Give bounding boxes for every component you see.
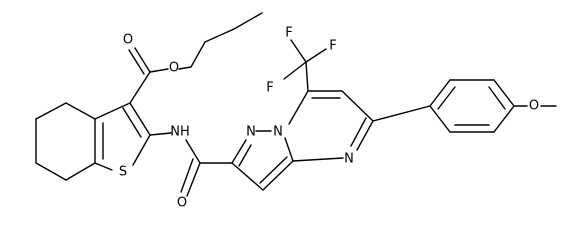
bond-amide-c-o-b bbox=[180, 158, 194, 193]
bond-thio-s-c7a bbox=[94, 162, 113, 171]
bond-hex-4 bbox=[35, 162, 67, 181]
bond-cf3-f1 bbox=[290, 39, 307, 63]
bond-pz-n7a-c3a bbox=[284, 137, 294, 162]
bond-amide-c-o-a bbox=[186, 162, 201, 197]
bond-propyl-2 bbox=[204, 28, 235, 43]
atom-nh-amide: NH bbox=[170, 125, 190, 140]
atom-f-1: F bbox=[285, 26, 292, 41]
bond-pm-n-c7 bbox=[288, 90, 309, 125]
bond-propyl-3 bbox=[190, 41, 206, 68]
atom-f-2: F bbox=[329, 39, 336, 54]
atom-f-3: F bbox=[266, 81, 273, 96]
atom-n-pyrazole: N bbox=[246, 125, 256, 140]
atom-n-bridge: N bbox=[273, 125, 283, 140]
bond-thio-c2-s bbox=[132, 134, 151, 166]
bond-ph-3b bbox=[488, 86, 506, 110]
bond-ph-1b bbox=[437, 86, 456, 110]
atom-n-pyrimidine: N bbox=[344, 152, 354, 167]
bond-hex-2 bbox=[35, 102, 67, 120]
bond-ester-c-o-double-a bbox=[134, 47, 151, 73]
bond-ester-c-ring bbox=[129, 71, 151, 104]
bond-c7-cf3 bbox=[305, 61, 309, 92]
atom-o-amide: O bbox=[177, 196, 187, 211]
bond-pm-c6-c5 bbox=[341, 90, 374, 122]
bond-thio-c3a-c3 bbox=[94, 102, 131, 120]
bond-pm-n4-c3a bbox=[292, 157, 344, 162]
bond-ester-o-ch2 bbox=[178, 66, 192, 70]
bond-hex-5 bbox=[65, 162, 96, 181]
bond-pz-c3a-c3-a bbox=[262, 160, 294, 191]
bond-propyl-1 bbox=[233, 12, 263, 30]
bond-cf3-f3 bbox=[283, 61, 307, 80]
bond-thio-c3-c2-b bbox=[122, 107, 142, 138]
bond-pz-c3-c2 bbox=[231, 162, 264, 191]
bond-pm-c5-n4-a bbox=[356, 120, 374, 151]
bond-c5-phenyl bbox=[372, 105, 431, 122]
bond-ester-o-c bbox=[149, 68, 169, 73]
bond-thio-c3-c2-a bbox=[129, 102, 151, 136]
atom-o-methoxy: O bbox=[529, 99, 539, 114]
bond-ph-1 bbox=[429, 79, 451, 107]
atom-o-carbonyl-ester: O bbox=[123, 33, 133, 48]
bond-ph-6 bbox=[429, 105, 451, 133]
bond-c2-nh bbox=[149, 132, 172, 136]
atom-s-thiophene: S bbox=[119, 165, 127, 180]
atom-label-layer: O O S NH O N N N F F F O bbox=[119, 26, 539, 211]
bond-ester-c-o-double-b bbox=[128, 49, 145, 75]
atom-o-ester: O bbox=[169, 61, 179, 76]
bond-hex-1 bbox=[65, 102, 96, 120]
bond-ph-3 bbox=[493, 79, 515, 107]
bond-ph-4 bbox=[493, 105, 515, 133]
bond-pz-c2-n1-a bbox=[231, 139, 247, 164]
bond-layer bbox=[35, 12, 557, 197]
bond-cf3-f2 bbox=[305, 48, 327, 63]
bond-pz-c3a-c3-b bbox=[259, 156, 288, 184]
bond-pm-c5-n4-b bbox=[350, 117, 367, 147]
molecule-structure: O O S NH O N N N F F F O bbox=[35, 12, 557, 211]
bond-nh-c bbox=[185, 139, 201, 164]
bond-pz-c2-n1-b bbox=[238, 144, 252, 167]
